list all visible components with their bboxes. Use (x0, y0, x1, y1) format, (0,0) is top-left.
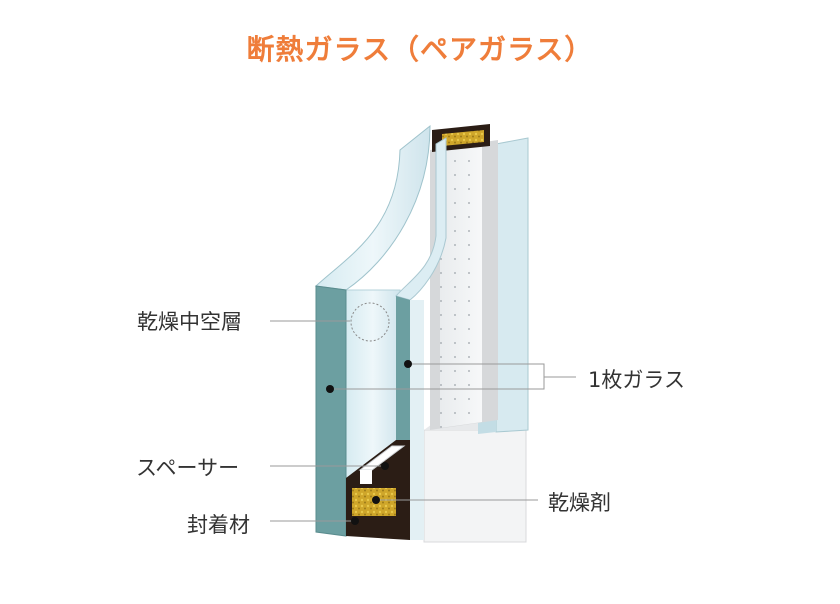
glass-pane-dot (404, 360, 412, 368)
sealant-dot (351, 517, 359, 525)
label-sealant: 封着材 (187, 513, 250, 537)
diagram-title: 断熱ガラス（ペアガラス） (246, 33, 594, 66)
label-desiccant: 乾燥剤 (548, 491, 611, 515)
anchor-dots (326, 360, 412, 525)
label-glass-pane: 1枚ガラス (588, 368, 685, 392)
label-air-layer: 乾燥中空層 (137, 310, 242, 334)
desiccant-dot (372, 496, 380, 504)
glass-edge-dot (326, 385, 334, 393)
bottom-spacer (346, 440, 410, 540)
air-gap (440, 140, 482, 428)
spacer-dot (381, 462, 389, 470)
label-spacer: スペーサー (136, 456, 240, 480)
leader-lines (270, 320, 576, 522)
air-layer-marker (350, 302, 390, 342)
